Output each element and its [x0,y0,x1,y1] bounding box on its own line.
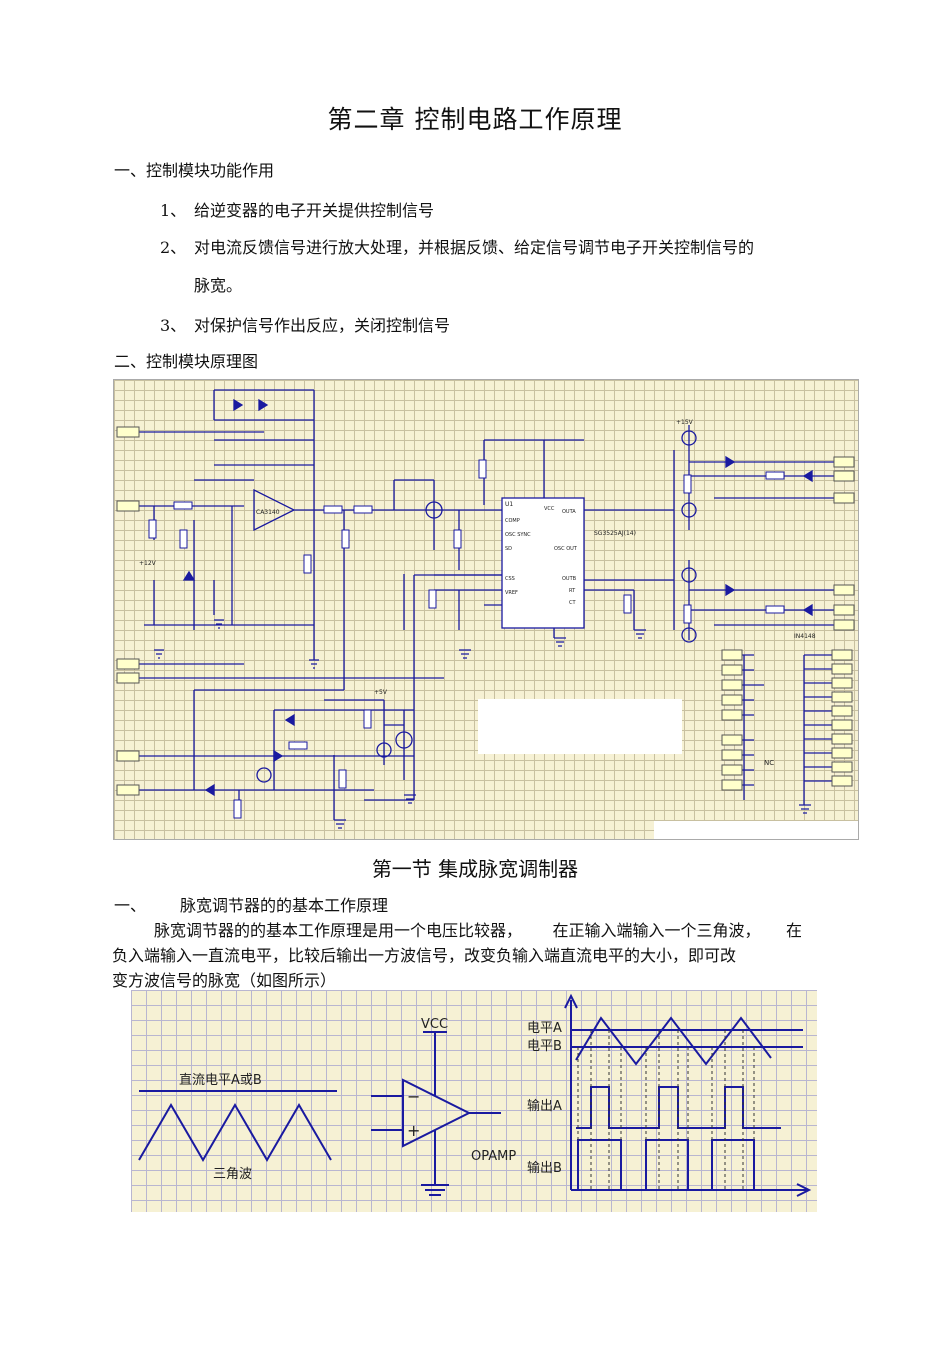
sub-heading-text: 脉宽调节器的的基本工作原理 [180,896,389,915]
section-heading-schematic: 二、控制模块原理图 [114,352,259,371]
pwm-principle-figure: 直流电平A或B 三角波 VCC OPAMP − + 电平A 电平B 输出A 输出… [131,990,817,1212]
ic-css-pin: CSS [505,576,515,582]
paragraph-line: 负入端输入一直流电平，比较后输出一方波信号，改变负输入端直流电平的大小，即可改 [112,946,737,965]
opamp-part-label: CA3140 [256,509,280,516]
ic-ct-pin: CT [569,600,576,606]
list-item-text: 对保护信号作出反应，关闭控制信号 [194,316,451,335]
net-15v-label: +15V [676,419,694,426]
ic-vcc-pin: VCC [544,506,555,512]
chapter-title: 第二章 控制电路工作原理 [327,105,623,134]
triangle-wave-label: 三角波 [213,1167,252,1182]
opamp-plus-sign: + [407,1121,420,1140]
output-b-label: 输出B [527,1160,562,1176]
ic-outa-pin: OUTA [562,509,576,515]
output-a-label: 输出A [527,1098,562,1114]
paragraph-line: 变方波信号的脉宽（如图所示） [112,971,337,990]
ic-part-label: SG3525AJ(14) [594,530,636,537]
ic-vref-pin: VREF [505,590,518,596]
level-a-label: 电平A [527,1021,562,1036]
ic-outb-pin: OUTB [562,576,577,582]
diode-part-label: IN4148 [794,633,816,640]
opamp-label: OPAMP [471,1149,516,1164]
vcc-label: VCC [421,1017,448,1032]
schematic-drawing: U1 VCC OUTA OUTB COMP OSC SYNC SD CSS VR… [116,389,855,829]
blank-patch [478,699,682,754]
control-module-schematic: U1 VCC OUTA OUTB COMP OSC SYNC SD CSS VR… [113,379,859,840]
list-item-text: 给逆变器的电子开关提供控制信号 [194,201,435,220]
list-item-continuation: 脉宽。 [194,276,243,295]
dc-level-label: 直流电平A或B [179,1073,262,1088]
net-12v-label: +12V [139,560,157,567]
paragraph-line: 脉宽调节器的的基本工作原理是用一个电压比较器， 在正输入端输入一个三角波， 在 [154,921,802,940]
ic-u1-label: U1 [505,501,513,508]
level-b-label: 电平B [527,1039,562,1054]
section-title: 第一节 集成脉宽调制器 [371,857,579,881]
list-item-number: 1、 [160,201,187,220]
blank-patch [654,821,858,839]
pwm-figure-drawing: 直流电平A或B 三角波 VCC OPAMP − + 电平A 电平B 输出A 输出… [138,993,812,1197]
nc-label: NC [764,759,774,767]
list-item-text: 对电流反馈信号进行放大处理，并根据反馈、给定信号调节电子开关控制信号的 [194,238,755,257]
sub-heading-number: 一、 [114,896,147,915]
opamp-minus-sign: − [407,1087,420,1106]
section-heading-function: 一、控制模块功能作用 [114,161,275,180]
list-item-number: 3、 [160,316,187,335]
net-5v-label: +5V [374,689,388,696]
list-item-number: 2、 [160,238,187,257]
ic-osc-sync-pin: OSC SYNC [505,532,531,538]
ic-comp-pin: COMP [505,518,520,524]
ic-osc-out-pin: OSC OUT [554,546,578,552]
ic-sd-pin: SD [505,546,512,552]
ic-rt-pin: RT [569,588,576,594]
